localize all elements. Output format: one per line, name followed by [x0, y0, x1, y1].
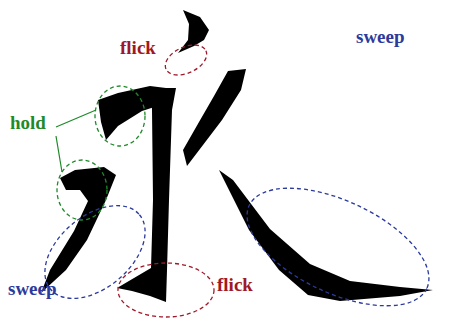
stroke-label: hold: [10, 113, 46, 132]
flick-region: [161, 39, 212, 81]
stroke-label: flick: [217, 275, 253, 294]
leader-line: [56, 136, 62, 172]
stroke-label: flick: [120, 38, 156, 57]
leader-line: [56, 110, 96, 127]
hold-region: [57, 160, 107, 220]
sweep-region: [230, 164, 447, 321]
flick-region: [118, 263, 214, 317]
leader-lines: [56, 110, 96, 172]
upper-right-stroke: [183, 69, 246, 166]
stroke-label: sweep: [356, 27, 405, 46]
region-ellipses: [27, 39, 446, 321]
brush-strokes: [41, 10, 433, 302]
left-fold-stroke: [41, 167, 116, 293]
vertical-hook-stroke: [117, 88, 176, 302]
hold-region: [95, 86, 145, 146]
dot-stroke: [178, 10, 209, 53]
stroke-label: sweep: [8, 279, 57, 298]
